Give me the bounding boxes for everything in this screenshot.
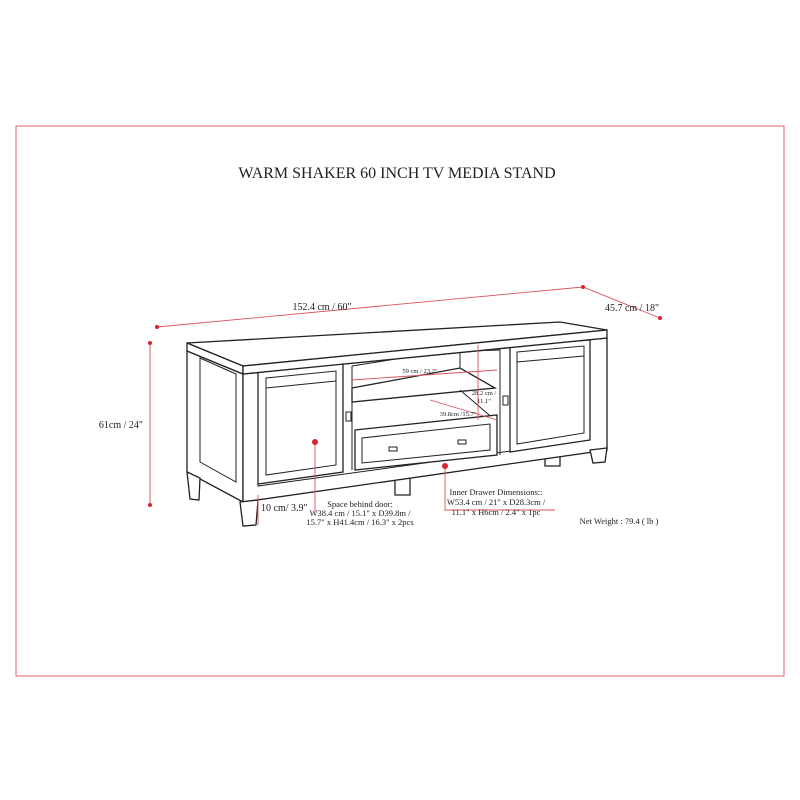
drawer-dimensions-text: W53.4 cm / 21" x D28.3cm /	[447, 497, 546, 507]
door-space-text: W38.4 cm / 15.1" x D39.8m /	[310, 508, 412, 518]
door-handle	[502, 395, 509, 406]
height-label: 61cm / 24"	[99, 420, 143, 431]
tv-stand-drawing	[186, 321, 608, 527]
diagram-frame	[15, 125, 785, 677]
drawer-dimensions-text: Inner Drawer Dimensions::	[449, 487, 542, 497]
depth-label: 45.7 cm / 18"	[605, 303, 659, 314]
shelf-height-label: 11.1"	[477, 398, 491, 405]
leg-height-label: 10 cm/ 3.9"	[261, 503, 308, 514]
shelf-depth-label: 39.8cm /15.7"	[440, 411, 477, 418]
drawer	[354, 414, 498, 471]
net-weight: Net Weight : 79.4 ( lb )	[580, 516, 659, 526]
front-leg	[589, 447, 608, 464]
front-leg	[239, 499, 259, 527]
width-label: 152.4 cm / 60"	[292, 302, 351, 313]
door-handle	[345, 411, 352, 422]
shelf-width-label: 59 cm / 23.2"	[402, 368, 437, 375]
callout-dot	[442, 463, 448, 469]
diagram-title: WARM SHAKER 60 INCH TV MEDIA STAND	[238, 165, 555, 182]
door-space-text: 15.7" x H41.4cm / 16.3" x 2pcs	[306, 517, 413, 527]
front-leg	[186, 470, 201, 501]
drawer-dimensions-text: 11.1" x H6cm / 2.4" x 1pc	[452, 507, 541, 517]
shelf-height-label: 28.2 cm /	[472, 390, 497, 397]
dimension-lines	[148, 285, 662, 525]
callout-dot	[312, 439, 318, 445]
door-space-text: Space behind door:	[327, 499, 393, 509]
